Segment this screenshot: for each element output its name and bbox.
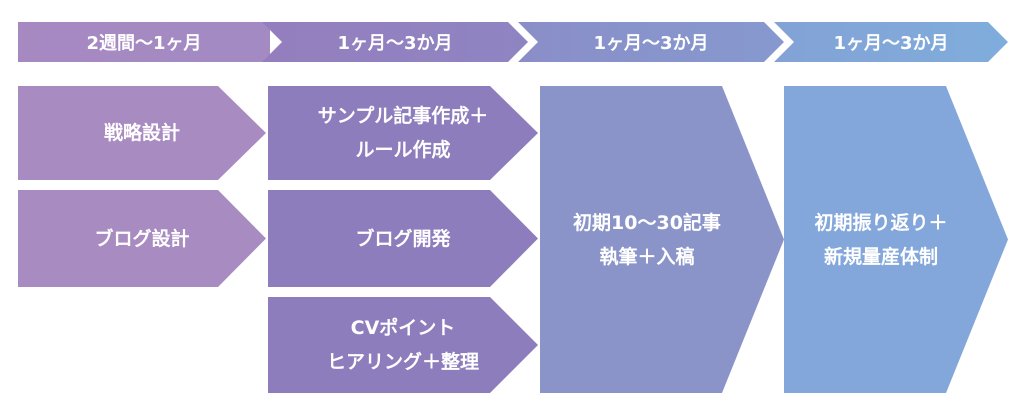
initial-review-block: 初期振り返り＋ 新規量産体制 <box>784 86 1008 393</box>
phase-4-duration: 1ヶ月〜3か月 <box>774 22 1008 62</box>
blog-development-block: ブログ開発 <box>268 190 538 287</box>
phase-1-duration: 2週間〜1ヶ月 <box>18 22 270 62</box>
sample-article-line-2: ルール作成 <box>355 139 451 161</box>
sample-article-line-1: サンプル記事作成＋ <box>317 105 489 127</box>
phase-3-duration: 1ヶ月〜3か月 <box>518 22 784 62</box>
cv-point-block: CVポイント ヒアリング＋整理 <box>268 297 538 393</box>
initial-articles-line-2: 執筆＋入稿 <box>599 245 695 268</box>
cv-point-line-1: CVポイント <box>350 317 456 339</box>
strategy-design-block: 戦略設計 <box>18 86 266 180</box>
blog-design-block: ブログ設計 <box>18 190 266 287</box>
initial-articles-line-1: 初期10〜30記事 <box>573 211 721 234</box>
initial-review-line-2: 新規量産体制 <box>823 245 938 268</box>
initial-review-line-1: 初期振り返り＋ <box>814 211 948 234</box>
phase-2-duration: 1ヶ月〜3か月 <box>262 22 528 62</box>
sample-article-block: サンプル記事作成＋ ルール作成 <box>268 86 538 180</box>
cv-point-line-2: ヒアリング＋整理 <box>326 351 479 373</box>
initial-articles-block: 初期10〜30記事 執筆＋入稿 <box>540 86 784 393</box>
